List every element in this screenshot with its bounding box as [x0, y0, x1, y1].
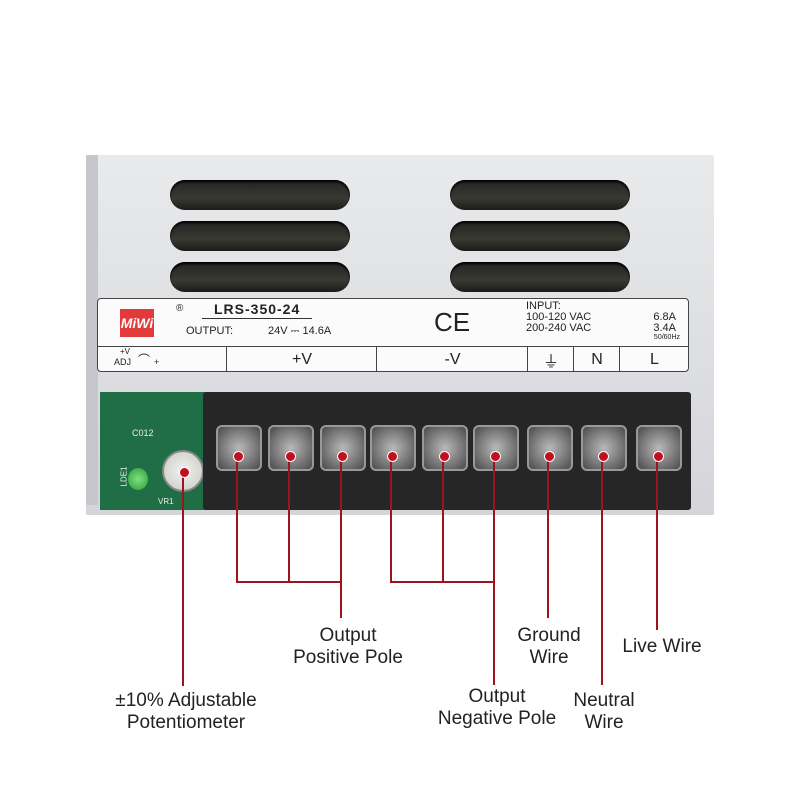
negative-bus-line: [390, 581, 495, 583]
positive-bus-line: [236, 581, 342, 583]
ce-mark: CE: [434, 307, 471, 337]
caption-positive-pole: Output Positive Pole: [293, 625, 403, 669]
output-label: OUTPUT:: [186, 325, 234, 337]
ground-symbol-icon: ⏚: [527, 347, 574, 372]
caption-negative-pole: Output Negative Pole: [438, 686, 556, 730]
terminal-screw: [636, 425, 682, 471]
leader-line: [493, 455, 495, 685]
leader-line: [236, 455, 238, 583]
caption-potentiometer: ±10% Adjustable Potentiometer: [115, 690, 256, 734]
caption-line: Negative Pole: [437, 708, 557, 729]
live-leader-line: [656, 455, 658, 630]
terminal-screw: [320, 425, 366, 471]
pot-leader-line: [182, 472, 184, 686]
brand-logo: MiWi: [120, 309, 154, 337]
input-current-1: 6.8A: [653, 311, 676, 323]
terminal-label-minus-v: -V: [376, 347, 528, 372]
output-value: 24V ⎓ 14.6A: [268, 325, 332, 337]
terminal-screw: [581, 425, 627, 471]
terminal-screw: [473, 425, 519, 471]
marker-dot: [438, 450, 450, 462]
caption-line: Neutral: [573, 690, 635, 711]
terminal-label-l: L: [619, 347, 689, 372]
input-range-2: 200-240 VAC: [526, 322, 592, 334]
leader-line: [390, 455, 392, 583]
leader-line: [340, 455, 342, 618]
vent-slot: [450, 262, 630, 292]
caption-neutral: Neutral Wire: [573, 690, 634, 734]
adj-top: +V: [120, 347, 131, 356]
terminal-label-plus-v: +V: [226, 347, 377, 372]
vent-slot: [450, 180, 630, 210]
terminal-screw: [527, 425, 573, 471]
model-number: LRS-350-24: [202, 301, 313, 319]
marker-dot: [386, 450, 398, 462]
caption-live: Live Wire: [622, 636, 702, 657]
input-range-1: 100-120 VAC: [526, 311, 592, 323]
marker-dot: [336, 450, 348, 462]
marker-dot: [652, 450, 664, 462]
marker-dot: [489, 450, 501, 462]
adj-label: ADJ: [114, 357, 132, 367]
pcb: C012 LDE1: [100, 392, 210, 510]
marker-dot: [543, 450, 555, 462]
registered-mark: ®: [176, 303, 184, 314]
leader-line: [288, 455, 290, 583]
vent-slot: [170, 180, 350, 210]
adj-arrow-icon: ⌒: [138, 353, 151, 367]
capacitor-label: C012: [132, 428, 154, 438]
neutral-leader-line: [601, 455, 603, 685]
input-current-2: 3.4A: [653, 322, 676, 334]
terminal-screw: [216, 425, 262, 471]
spec-label: MiWi ® LRS-350-24 OUTPUT: 24V ⎓ 14.6A CE…: [97, 298, 689, 372]
marker-dot: [597, 450, 609, 462]
terminal-label-n: N: [573, 347, 620, 372]
case-side: [86, 155, 98, 505]
marker-dot: [232, 450, 244, 462]
input-label: INPUT:: [526, 300, 561, 312]
caption-line: Wire: [529, 647, 569, 668]
caption-line: Output: [319, 625, 377, 646]
pot-label: VR1: [158, 497, 174, 506]
led-indicator: [128, 468, 148, 490]
terminal-screw: [370, 425, 416, 471]
ground-leader-line: [547, 455, 549, 618]
vent-slot: [170, 262, 350, 292]
caption-line: Ground: [517, 625, 581, 646]
caption-line: ±10% Adjustable: [115, 690, 257, 711]
vent-slot: [170, 221, 350, 251]
marker-dot: [178, 466, 190, 478]
terminal-screw: [268, 425, 314, 471]
vent-slot: [450, 221, 630, 251]
terminal-screw: [422, 425, 468, 471]
marker-dot: [284, 450, 296, 462]
caption-line: Positive Pole: [293, 647, 403, 668]
caption-ground: Ground Wire: [517, 625, 580, 669]
caption-line: Wire: [584, 712, 624, 733]
caption-line: Output: [468, 686, 526, 707]
adj-plus: +: [154, 357, 160, 367]
leader-line: [442, 455, 444, 583]
frequency: 50/60Hz: [653, 334, 680, 341]
caption-line: Potentiometer: [126, 712, 246, 733]
